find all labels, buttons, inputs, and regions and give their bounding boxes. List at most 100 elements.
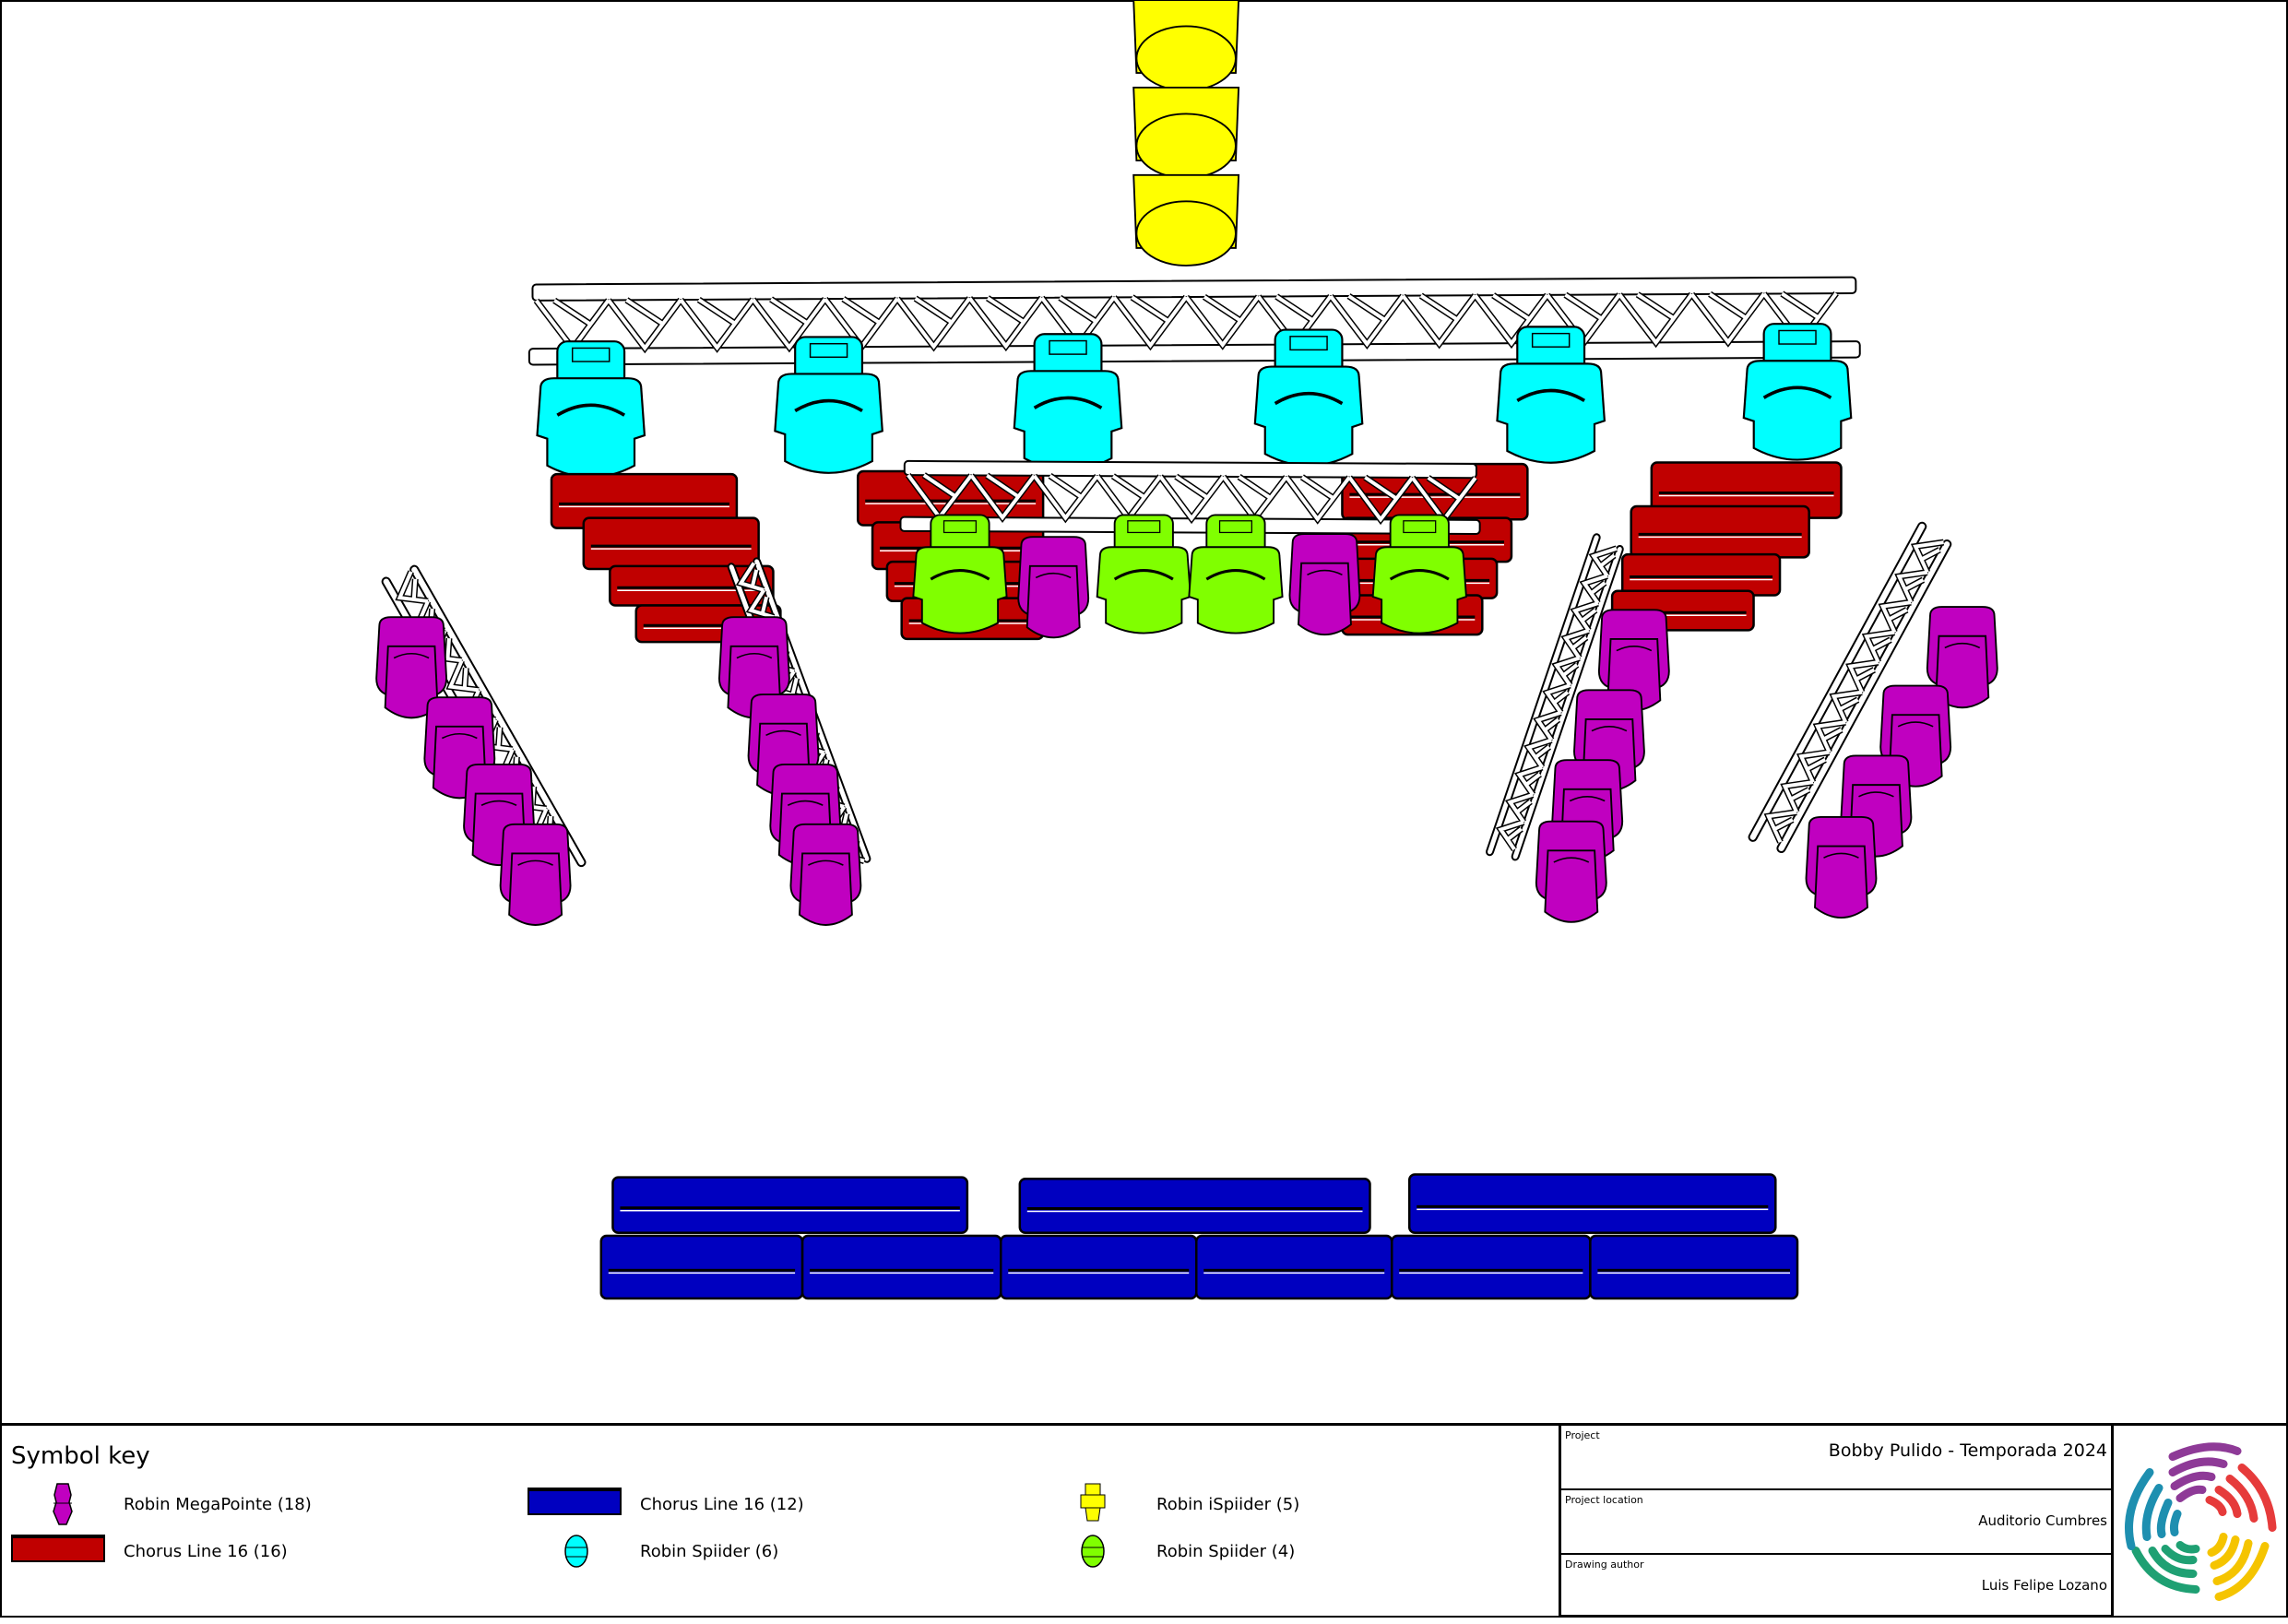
chorus-line-blue — [1589, 1234, 1799, 1300]
chorus-line-blue — [1000, 1234, 1198, 1300]
ispiider-fixture — [1132, 173, 1240, 267]
fixture-lens — [1205, 569, 1266, 581]
spiider-green-fixture — [1188, 514, 1284, 634]
spiider-cyan-fixture — [774, 336, 883, 474]
ispiider-fixture — [1132, 86, 1240, 179]
company-logo — [2113, 1423, 2288, 1618]
key-label: Robin Spiider (6) — [640, 1541, 779, 1561]
fixture-lens — [1516, 388, 1585, 402]
project-label: Project — [1565, 1429, 1600, 1441]
fixture-lens — [556, 403, 626, 417]
fixture-display — [1778, 329, 1817, 345]
megapointe-fixture — [1926, 606, 1998, 709]
project-value: Bobby Pulido - Temporada 2024 — [1828, 1440, 2107, 1461]
key-robin-ispiider: Robin iSpiider (5) — [1042, 1481, 1299, 1527]
chorus-line-red — [582, 516, 760, 571]
fixture-lens — [1591, 726, 1628, 732]
fixture-head — [536, 377, 646, 479]
fixture-lens — [393, 652, 430, 659]
fixture-lens — [517, 859, 553, 866]
project-row: Project Bobby Pulido - Temporada 2024 — [1561, 1426, 2111, 1490]
cabinet-body — [599, 1234, 804, 1300]
fixture-lens — [1307, 569, 1343, 576]
chorus-line-blue — [800, 1234, 1002, 1300]
fixture-head — [1188, 546, 1284, 634]
symbol-key-title: Symbol key — [11, 1442, 150, 1470]
fixture-display — [1049, 339, 1087, 355]
cabinet-body — [1630, 504, 1810, 559]
fixture-lens — [1553, 857, 1590, 863]
fixture-head — [1496, 362, 1606, 464]
author-row: Drawing author Luis Felipe Lozano — [1561, 1555, 2111, 1619]
fixture-display — [1289, 336, 1328, 351]
spiider-green-fixture — [1096, 514, 1191, 634]
megapointe-fixture — [789, 823, 862, 926]
fixture-head — [774, 373, 883, 474]
fixture-display — [809, 342, 848, 359]
swirl-logo-icon — [2125, 1442, 2277, 1601]
cabinet-body — [1620, 552, 1782, 597]
megapointe-fixture — [1805, 815, 1878, 919]
megapointe-fixture — [1288, 533, 1361, 635]
fixture-lens — [787, 800, 824, 806]
fixture-head — [508, 852, 563, 926]
spiider-cyan-fixture — [1253, 328, 1364, 467]
fixture-head — [1253, 365, 1364, 467]
cabinet-body — [1589, 1234, 1799, 1300]
fixture-lens — [1033, 396, 1103, 409]
upstage-truss — [528, 276, 1861, 366]
fixture-display — [1127, 520, 1161, 534]
fixture-lens — [736, 652, 773, 659]
megapointe-fixture — [1017, 536, 1090, 639]
megapointe-fixture — [375, 616, 448, 719]
chorus-line-red — [1630, 504, 1810, 559]
cabinet-body — [1390, 1234, 1592, 1300]
diagonal-truss — [1748, 521, 1952, 854]
diagonal-truss — [1486, 533, 1624, 861]
fixture-lens — [1135, 25, 1237, 92]
fixture-lens — [930, 569, 990, 581]
location-row: Project location Auditorio Cumbres — [1561, 1490, 2111, 1555]
fixture-display — [1531, 332, 1571, 348]
cabinet-body — [1018, 1178, 1371, 1235]
key-robin-megapointe: Robin MegaPointe (18) — [9, 1481, 312, 1527]
key-label: Chorus Line 16 (16) — [124, 1541, 288, 1561]
key-chorus-line-blue: Chorus Line 16 (12) — [526, 1481, 804, 1527]
spiider-icon — [564, 1535, 588, 1568]
fixture-lens — [1035, 572, 1072, 579]
truss-lacing — [1498, 546, 1618, 851]
fixture-display — [942, 520, 977, 534]
key-label: Robin MegaPointe (18) — [124, 1494, 312, 1514]
chorus-line-icon — [528, 1488, 622, 1515]
spiider-green-fixture — [1371, 514, 1467, 634]
ispiider-fixture — [1132, 0, 1240, 92]
location-label: Project location — [1565, 1494, 1643, 1506]
truss-chord — [1511, 544, 1624, 861]
cabinet-body — [800, 1234, 1002, 1300]
author-label: Drawing author — [1565, 1559, 1644, 1571]
fixture-lens — [480, 800, 517, 806]
truss-lacing — [1765, 540, 1944, 844]
cabinet-body — [582, 516, 760, 571]
fixture-lens — [1858, 791, 1894, 798]
megapointe-fixture — [499, 823, 572, 926]
spiider-cyan-fixture — [536, 340, 646, 479]
fixture-head — [1298, 562, 1352, 635]
key-label: Robin Spiider (4) — [1156, 1541, 1296, 1561]
spiider-cyan-fixture — [1013, 333, 1123, 471]
fixture-lens — [1135, 113, 1237, 179]
chorus-line-blue — [1407, 1173, 1777, 1235]
moving-head-icon — [53, 1483, 73, 1525]
cabinet-body — [611, 1176, 969, 1235]
key-robin-spiider-cyan: Robin Spiider (6) — [526, 1528, 778, 1574]
fixture-head — [1025, 564, 1081, 639]
fixture-head — [1742, 360, 1853, 461]
spiider-cyan-fixture — [1742, 323, 1853, 461]
truss-chord — [903, 459, 1477, 480]
cabinet-body — [1194, 1234, 1393, 1300]
fixture-lens — [1569, 795, 1606, 802]
chorus-line-blue — [611, 1176, 969, 1235]
key-robin-spiider-green: Robin Spiider (4) — [1042, 1528, 1295, 1574]
fixture-head — [1814, 845, 1868, 919]
chorus-line-blue — [1390, 1234, 1592, 1300]
